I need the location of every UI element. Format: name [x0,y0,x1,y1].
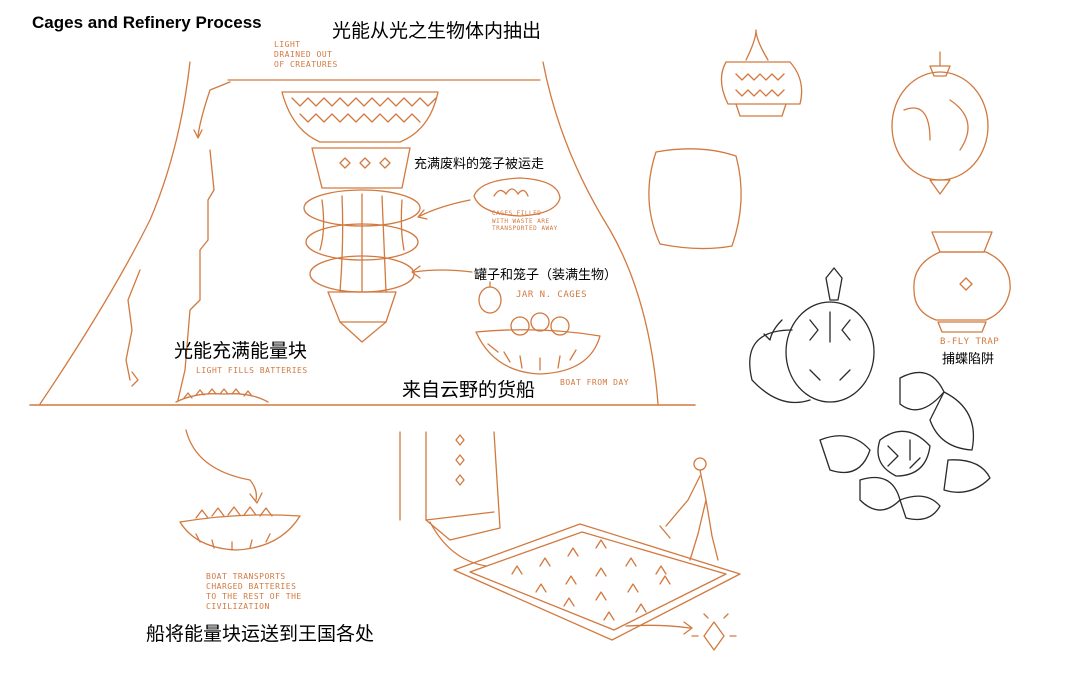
bfly-trap-en-label: B-FLY TRAP [940,337,1000,347]
jar-cages-zh-label: 罐子和笼子（装满生物） [474,268,618,283]
waste-cage-sketch [417,177,561,220]
fills-batteries-zh-label: 光能充满能量块 [174,340,308,362]
butterfly-trap-ink [749,267,991,521]
lantern-study-2 [648,148,742,250]
lantern-study-4 [913,231,1011,333]
boat-from-day-en-label: BOAT FROM DAY [560,378,630,387]
boat-transports-zh-label: 船将能量块运送到王国各处 [146,623,375,645]
battery-pile-sketch [175,388,269,403]
lantern-study-1 [720,29,803,117]
page-title: Cages and Refinery Process [32,13,262,32]
worker-figure-sketch [659,457,719,561]
lantern-study-3 [891,51,989,195]
fills-batteries-en-label: LIGHT FILLS BATTERIES [196,366,308,375]
refinery-lantern [281,91,439,343]
cages-waste-zh-label: 充满废料的笼子被运走 [414,157,545,172]
battery-boat-sketch [179,429,301,551]
light-drained-en-label: LIGHT DRAINED OUT OF CREATURES [274,40,338,69]
battery-field-sketch [429,521,741,651]
boat-transports-en-label: BOAT TRANSPORTS CHARGED BATTERIES TO THE… [206,572,302,611]
light-drained-zh-label: 光能从光之生物体内抽出 [332,20,542,42]
tower-sketch [399,431,501,541]
cages-waste-en-label: CAGES FILLED WITH WASTE ARE TRANSPORTED … [492,210,558,232]
jar-and-cages-sketch [411,265,601,375]
jar-cages-en-label: JAR N. CAGES [516,290,588,300]
boat-from-day-zh-label: 来自云野的货船 [402,379,536,401]
refinery-structure [29,61,696,406]
bfly-trap-zh-label: 捕蝶陷阱 [942,352,995,367]
